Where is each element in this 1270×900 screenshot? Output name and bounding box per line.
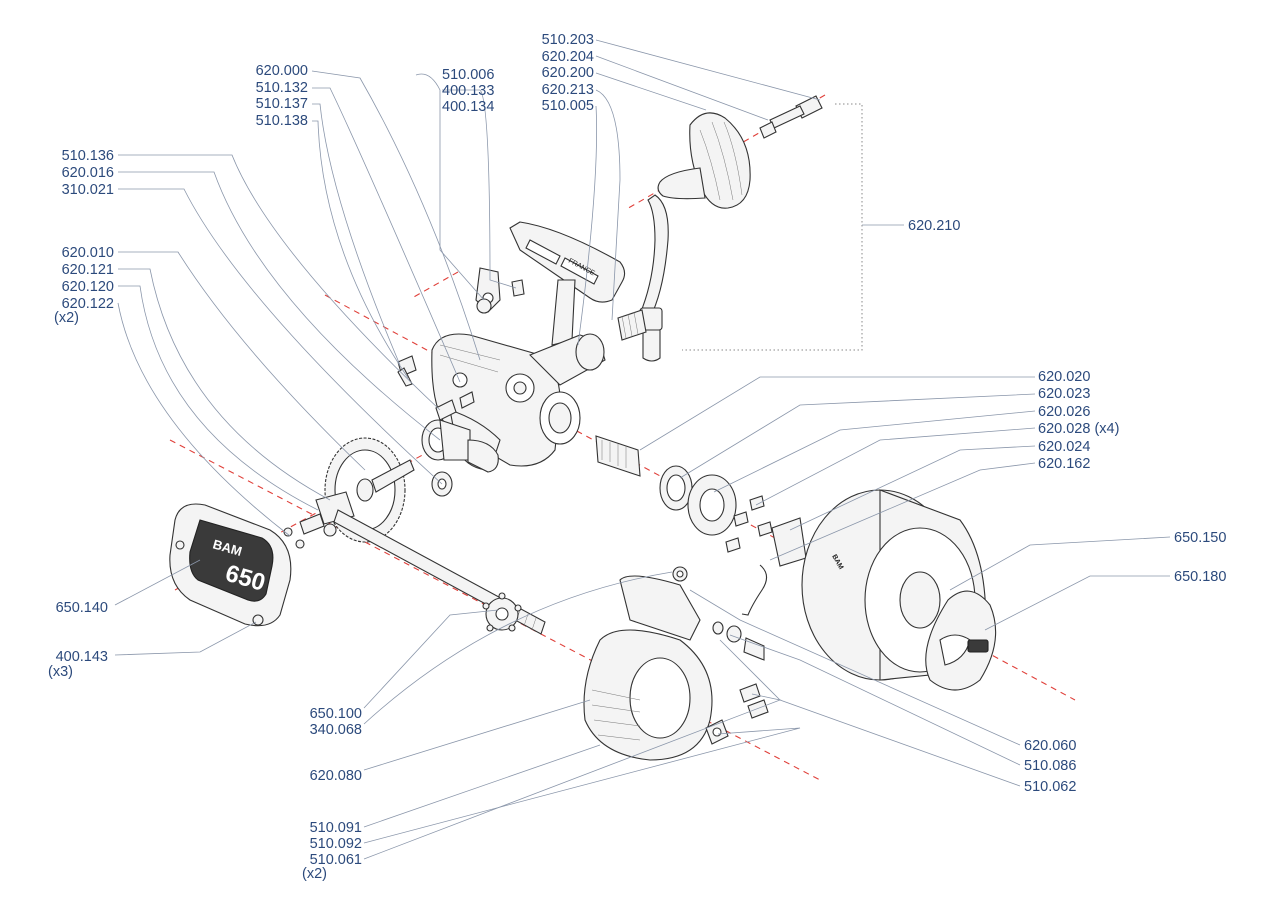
- label-510-062: 510.062: [1024, 779, 1076, 795]
- label-510-132: 510.132: [256, 80, 308, 96]
- leader-lines: [114, 39, 1171, 860]
- foot-axis: [411, 271, 459, 299]
- label-620-200: 620.200: [542, 65, 594, 81]
- label-650-100: 650.100: [310, 706, 362, 722]
- label-620-060: 620.060: [1024, 738, 1076, 754]
- label-650-140: 650.140: [56, 600, 108, 616]
- handle-assembly-bracket: [682, 103, 863, 351]
- label-620-028: 620.028 (x4): [1038, 421, 1119, 437]
- pinion-sprocket: [482, 592, 522, 632]
- label-620-010: 620.010: [62, 245, 114, 261]
- label-510-006: 510.006: [442, 67, 494, 83]
- label-510-137: 510.137: [256, 96, 308, 112]
- bail-roller-parts: [705, 621, 769, 745]
- drive-gear: [324, 437, 415, 543]
- label-620-016: 620.016: [62, 165, 114, 181]
- label-620-023: 620.023: [1038, 386, 1090, 402]
- label-620-120: 620.120: [62, 279, 114, 295]
- gear-axis: [174, 439, 451, 591]
- drag-knob: [925, 590, 997, 691]
- label-620-026: 620.026: [1038, 404, 1090, 420]
- label-620-122-qty: (x2): [54, 310, 79, 326]
- handle-assembly: [617, 112, 751, 362]
- label-510-005: 510.005: [542, 98, 594, 114]
- bail-spring: [741, 564, 768, 616]
- label-620-020: 620.020: [1038, 369, 1090, 385]
- label-510-092: 510.092: [310, 836, 362, 852]
- body-screws: [397, 355, 475, 421]
- label-510-086: 510.086: [1024, 758, 1076, 774]
- label-310-021: 310.021: [62, 182, 114, 198]
- label-510-203: 510.203: [542, 32, 594, 48]
- label-510-061-qty: (x2): [302, 866, 327, 882]
- label-620-210: 620.210: [908, 218, 960, 234]
- roller-bearing-assembly: [595, 435, 807, 567]
- label-620-213: 620.213: [542, 82, 594, 98]
- label-620-122: 620.122: [62, 296, 114, 312]
- label-650-150: 650.150: [1174, 530, 1226, 546]
- bail-bracket: [475, 267, 525, 314]
- label-620-162: 620.162: [1038, 456, 1090, 472]
- label-620-204: 620.204: [542, 49, 594, 65]
- side-cover-plate: BAM 650: [169, 503, 292, 627]
- label-510-138: 510.138: [256, 113, 308, 129]
- label-510-061: 510.061: [310, 852, 362, 868]
- label-400-143: 400.143: [56, 649, 108, 665]
- label-400-134: 400.134: [442, 99, 494, 115]
- gearbox-body: [431, 333, 606, 471]
- label-510-136: 510.136: [62, 148, 114, 164]
- part-labels: 510.203 620.204 620.200 620.213 510.005 …: [48, 32, 1226, 882]
- label-620-080: 620.080: [310, 768, 362, 784]
- label-650-180: 650.180: [1174, 569, 1226, 585]
- label-340-068: 340.068: [310, 722, 362, 738]
- reel-foot: [509, 221, 626, 346]
- label-620-024: 620.024: [1038, 439, 1090, 455]
- drive-bearing: [421, 419, 499, 473]
- label-620-000: 620.000: [256, 63, 308, 79]
- label-510-091: 510.091: [310, 820, 362, 836]
- label-400-133: 400.133: [442, 83, 494, 99]
- label-620-121: 620.121: [62, 262, 114, 278]
- rotor-cup: [583, 566, 713, 761]
- handle-screws: [759, 95, 823, 139]
- label-400-143-qty: (x3): [48, 664, 73, 680]
